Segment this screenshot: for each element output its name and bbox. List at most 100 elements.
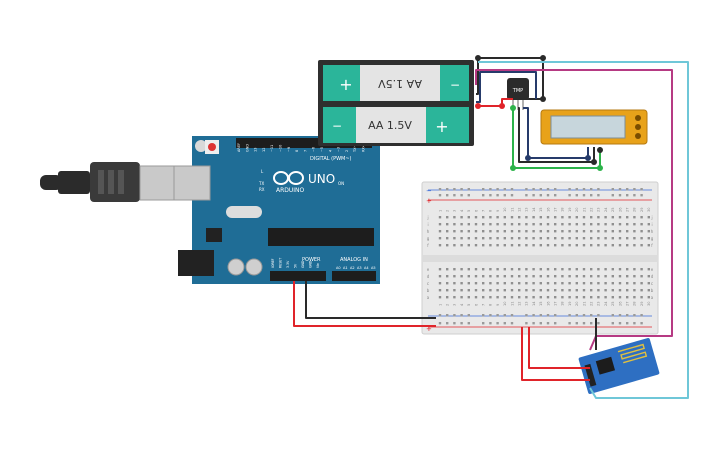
breadboard-hole[interactable] — [611, 230, 614, 233]
breadboard-hole[interactable] — [640, 230, 643, 233]
breadboard-hole[interactable] — [647, 223, 650, 226]
rail-hole[interactable] — [640, 194, 643, 197]
rail-hole[interactable] — [446, 322, 449, 325]
breadboard-hole[interactable] — [446, 282, 449, 285]
rail-hole[interactable] — [467, 188, 470, 191]
rail-hole[interactable] — [618, 322, 622, 325]
breadboard-hole[interactable] — [539, 216, 542, 219]
breadboard-hole[interactable] — [496, 296, 499, 299]
rail-hole[interactable] — [539, 322, 542, 325]
breadboard-hole[interactable] — [467, 230, 470, 233]
breadboard-hole[interactable] — [467, 282, 470, 285]
breadboard-hole[interactable] — [633, 268, 636, 271]
breadboard-hole[interactable] — [474, 275, 478, 278]
breadboard-hole[interactable] — [453, 282, 456, 285]
breadboard-hole[interactable] — [482, 237, 485, 240]
rail-hole[interactable] — [633, 194, 636, 197]
battery-pack[interactable]: AA 1.5V AA 1.5V + − − + — [318, 60, 474, 146]
breadboard-hole[interactable] — [561, 282, 564, 285]
breadboard-hole[interactable] — [575, 282, 578, 285]
breadboard-hole[interactable] — [518, 296, 521, 299]
breadboard-hole[interactable] — [510, 216, 514, 219]
breadboard-hole[interactable] — [460, 282, 463, 285]
breadboard-hole[interactable] — [467, 237, 470, 240]
wire-battery-navy[interactable] — [476, 71, 537, 103]
rail-hole[interactable] — [525, 188, 528, 191]
breadboard-hole[interactable] — [640, 237, 643, 240]
breadboard-hole[interactable] — [618, 275, 622, 278]
breadboard-hole[interactable] — [561, 244, 564, 247]
breadboard-hole[interactable] — [597, 244, 600, 247]
breadboard-hole[interactable] — [460, 216, 463, 219]
breadboard-hole[interactable] — [474, 268, 478, 271]
breadboard-hole[interactable] — [575, 216, 578, 219]
breadboard-hole[interactable] — [496, 216, 499, 219]
breadboard-hole[interactable] — [546, 282, 550, 285]
rail-hole[interactable] — [467, 314, 470, 317]
breadboard-hole[interactable] — [604, 237, 607, 240]
rail-hole[interactable] — [611, 194, 614, 197]
breadboard-hole[interactable] — [633, 230, 636, 233]
breadboard-hole[interactable] — [575, 230, 578, 233]
breadboard-hole[interactable] — [626, 244, 629, 247]
breadboard-hole[interactable] — [539, 296, 542, 299]
breadboard-hole[interactable] — [640, 268, 643, 271]
breadboard-hole[interactable] — [597, 223, 600, 226]
breadboard-hole[interactable] — [640, 223, 643, 226]
breadboard-hole[interactable] — [438, 282, 442, 285]
rail-hole[interactable] — [597, 322, 600, 325]
rail-hole[interactable] — [568, 322, 571, 325]
breadboard-hole[interactable] — [474, 237, 478, 240]
breadboard-hole[interactable] — [539, 223, 542, 226]
rail-hole[interactable] — [568, 188, 571, 191]
breadboard-hole[interactable] — [640, 275, 643, 278]
breadboard-hole[interactable] — [510, 223, 514, 226]
breadboard-hole[interactable] — [453, 268, 456, 271]
rail-hole[interactable] — [503, 194, 506, 197]
breadboard-hole[interactable] — [474, 296, 478, 299]
rail-hole[interactable] — [640, 188, 643, 191]
rail-hole[interactable] — [590, 188, 593, 191]
breadboard-hole[interactable] — [453, 216, 456, 219]
breadboard-hole[interactable] — [474, 244, 478, 247]
breadboard-hole[interactable] — [525, 216, 528, 219]
breadboard-hole[interactable] — [525, 244, 528, 247]
rail-hole[interactable] — [618, 194, 622, 197]
breadboard-hole[interactable] — [496, 282, 499, 285]
breadboard-hole[interactable] — [626, 216, 629, 219]
rail-hole[interactable] — [539, 314, 542, 317]
breadboard-hole[interactable] — [568, 230, 571, 233]
rail-hole[interactable] — [446, 188, 449, 191]
breadboard-hole[interactable] — [561, 275, 564, 278]
breadboard-hole[interactable] — [582, 289, 586, 292]
breadboard-hole[interactable] — [561, 230, 564, 233]
breadboard-hole[interactable] — [647, 237, 650, 240]
breadboard-hole[interactable] — [611, 237, 614, 240]
breadboard-hole[interactable] — [597, 268, 600, 271]
breadboard-hole[interactable] — [597, 289, 600, 292]
breadboard-hole[interactable] — [467, 216, 470, 219]
breadboard-hole[interactable] — [496, 268, 499, 271]
breadboard-hole[interactable] — [604, 268, 607, 271]
rail-hole[interactable] — [510, 314, 514, 317]
breadboard[interactable]: + + − − 11223344556677889910101111121213… — [421, 181, 659, 335]
rail-hole[interactable] — [453, 314, 456, 317]
breadboard-hole[interactable] — [446, 216, 449, 219]
breadboard-hole[interactable] — [489, 244, 492, 247]
rail-hole[interactable] — [546, 188, 550, 191]
breadboard-hole[interactable] — [474, 223, 478, 226]
breadboard-hole[interactable] — [525, 237, 528, 240]
breadboard-hole[interactable] — [618, 296, 622, 299]
breadboard-hole[interactable] — [590, 289, 593, 292]
breadboard-hole[interactable] — [554, 237, 557, 240]
rail-hole[interactable] — [575, 188, 578, 191]
breadboard-hole[interactable] — [510, 237, 514, 240]
rail-hole[interactable] — [575, 314, 578, 317]
rail-hole[interactable] — [467, 194, 470, 197]
rail-hole[interactable] — [489, 322, 492, 325]
breadboard-hole[interactable] — [618, 282, 622, 285]
rail-hole[interactable] — [611, 322, 614, 325]
rail-hole[interactable] — [554, 322, 557, 325]
breadboard-hole[interactable] — [503, 296, 506, 299]
breadboard-hole[interactable] — [561, 223, 564, 226]
